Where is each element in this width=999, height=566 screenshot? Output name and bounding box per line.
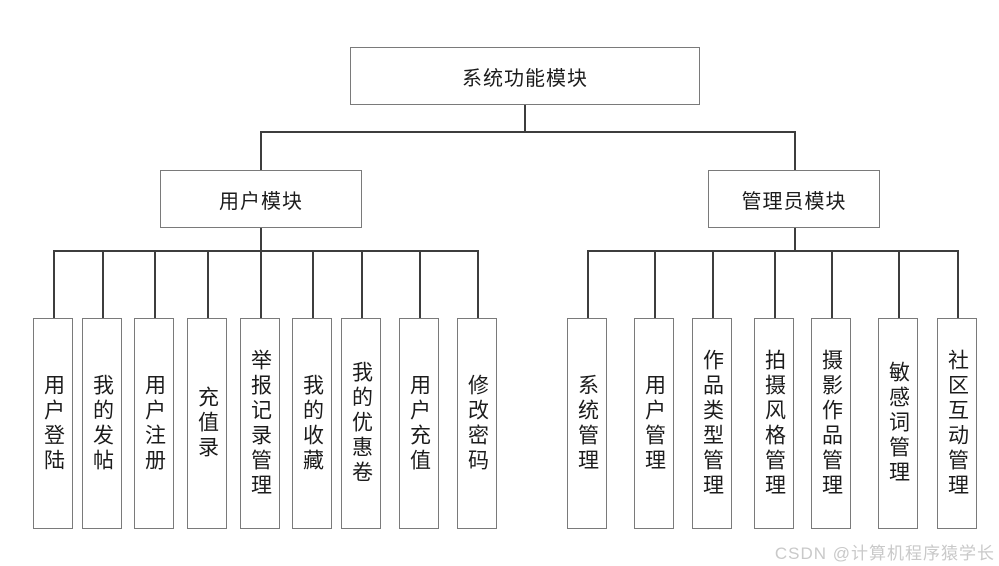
connector-line bbox=[957, 250, 959, 318]
connector-line bbox=[794, 131, 796, 170]
connector-line bbox=[654, 250, 656, 318]
node-recharge-record: 充值录 bbox=[187, 318, 227, 529]
connector-line bbox=[419, 250, 421, 318]
connector-line bbox=[154, 250, 156, 318]
node-work-type-mgmt: 作品类型管理 bbox=[692, 318, 732, 529]
node-user-recharge: 用户充值 bbox=[399, 318, 439, 529]
node-photo-work-mgmt: 摄影作品管理 bbox=[811, 318, 851, 529]
connector-line bbox=[102, 250, 104, 318]
node-system-mgmt: 系统管理 bbox=[567, 318, 607, 529]
connector-line bbox=[312, 250, 314, 318]
connector-line bbox=[794, 228, 796, 250]
node-system-function-module: 系统功能模块 bbox=[350, 47, 700, 105]
node-change-password: 修改密码 bbox=[457, 318, 497, 529]
connector-line bbox=[260, 131, 262, 170]
watermark: CSDN @计算机程序猿学长 bbox=[774, 544, 995, 563]
connector-line bbox=[207, 250, 209, 318]
node-my-coupons: 我的优惠卷 bbox=[341, 318, 381, 529]
connector-line bbox=[774, 250, 776, 318]
node-admin-module: 管理员模块 bbox=[708, 170, 880, 228]
connector-line bbox=[587, 250, 589, 318]
connector-line bbox=[53, 250, 55, 318]
node-shoot-style-mgmt: 拍摄风格管理 bbox=[754, 318, 794, 529]
node-community-interact-mgmt: 社区互动管理 bbox=[937, 318, 977, 529]
connector-line bbox=[260, 250, 262, 318]
connector-line bbox=[53, 250, 478, 252]
connector-line bbox=[260, 228, 262, 250]
node-user-register: 用户注册 bbox=[134, 318, 174, 529]
node-my-posts: 我的发帖 bbox=[82, 318, 122, 529]
node-report-record-mgmt: 举报记录管理 bbox=[240, 318, 280, 529]
connector-line bbox=[260, 131, 795, 133]
connector-line bbox=[477, 250, 479, 318]
node-sensitive-word-mgmt: 敏感词管理 bbox=[878, 318, 918, 529]
node-user-login: 用户登陆 bbox=[33, 318, 73, 529]
node-user-module: 用户模块 bbox=[160, 170, 362, 228]
connector-line bbox=[587, 250, 958, 252]
connector-line bbox=[361, 250, 363, 318]
connector-line bbox=[524, 105, 526, 131]
connector-line bbox=[831, 250, 833, 318]
node-user-mgmt: 用户管理 bbox=[634, 318, 674, 529]
connector-line bbox=[898, 250, 900, 318]
connector-line bbox=[712, 250, 714, 318]
node-my-favorites: 我的收藏 bbox=[292, 318, 332, 529]
